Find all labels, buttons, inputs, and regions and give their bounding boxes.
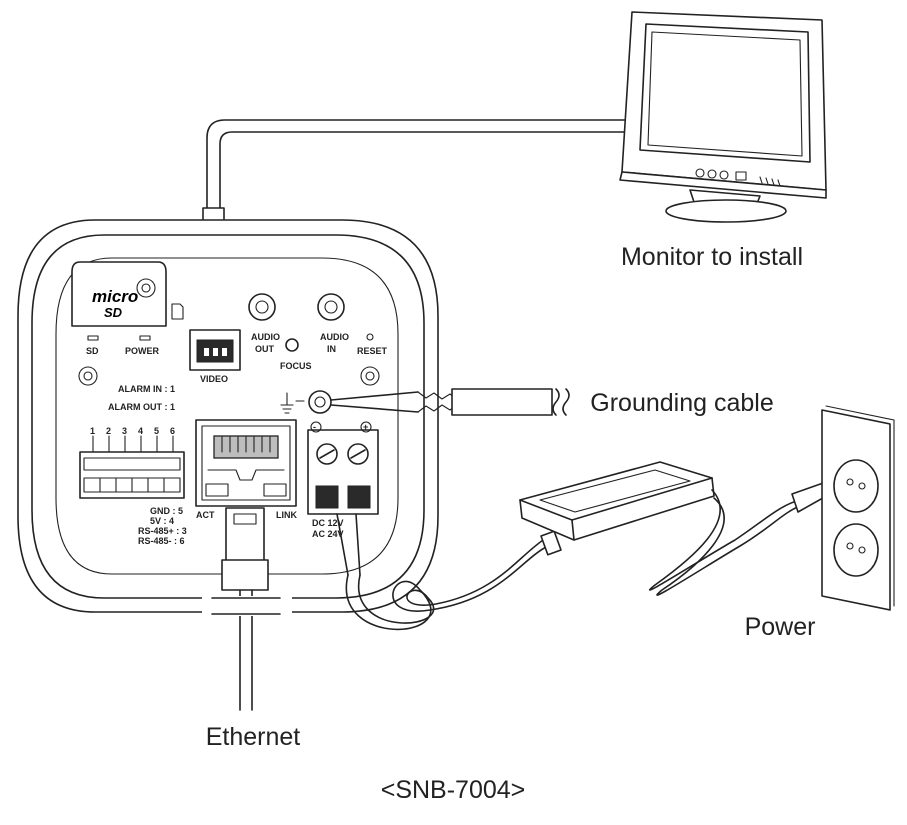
terminal-num-6: 6 [170, 426, 175, 436]
power-label: Power [745, 613, 816, 641]
terminal-legend-4: RS-485- : 6 [138, 536, 185, 546]
audio-in-label-2: IN [327, 344, 336, 354]
audio-in-jack [317, 293, 345, 321]
focus-button [285, 338, 299, 352]
power-adapter [519, 461, 715, 541]
dc-label: DC 12V [312, 518, 344, 528]
terminal-num-5: 5 [154, 426, 159, 436]
link-label: LINK [276, 510, 297, 520]
micro-sd-logo-sd: SD [104, 305, 123, 320]
screw-left [78, 366, 98, 386]
act-label: ACT [196, 510, 215, 520]
reset-label: RESET [357, 346, 388, 356]
terminal-legend-1: GND : 5 [150, 506, 183, 516]
terminal-num-4: 4 [138, 426, 143, 436]
monitor-icon [619, 11, 827, 223]
reset-button [366, 333, 374, 341]
video-connector [189, 329, 241, 371]
terminal-num-1: 1 [90, 426, 95, 436]
terminal-legend-3: RS-485+ : 3 [138, 526, 187, 536]
micro-sd-slot: micro SD [71, 261, 184, 327]
model-caption: <SNB-7004> [381, 776, 526, 804]
sd-led-label: SD [86, 346, 99, 356]
terminal-num-2: 2 [106, 426, 111, 436]
svg-text:+: + [363, 422, 368, 432]
video-label: VIDEO [200, 374, 228, 384]
wall-outlet [821, 405, 895, 611]
audio-out-label-1: AUDIO [251, 332, 280, 342]
terminal-num-3: 3 [122, 426, 127, 436]
audio-in-label-1: AUDIO [320, 332, 349, 342]
grounding-cable [330, 388, 570, 416]
alarm-in-label: ALARM IN : 1 [118, 384, 175, 394]
alarm-terminal-block: 1 2 3 4 5 6 [79, 426, 185, 499]
terminal-legend-2: 5V : 4 [150, 516, 174, 526]
screw-right [360, 366, 380, 386]
audio-out-jack [248, 293, 276, 321]
audio-out-label-2: OUT [255, 344, 275, 354]
power-terminal: - + [307, 421, 379, 515]
alarm-out-label: ALARM OUT : 1 [108, 402, 175, 412]
grounding-label: Grounding cable [590, 389, 773, 417]
svg-text:-: - [313, 422, 316, 432]
sd-led [87, 335, 99, 341]
focus-label: FOCUS [280, 361, 312, 371]
power-cable [336, 513, 562, 631]
micro-sd-logo-micro: micro [92, 287, 138, 306]
ethernet-cable [202, 507, 292, 711]
ethernet-label: Ethernet [206, 723, 301, 751]
ac-label: AC 24V [312, 529, 344, 539]
monitor-label: Monitor to install [621, 243, 803, 271]
grounding-terminal [280, 390, 332, 414]
power-led [139, 335, 151, 341]
ethernet-port [195, 419, 297, 507]
power-led-label: POWER [125, 346, 160, 356]
